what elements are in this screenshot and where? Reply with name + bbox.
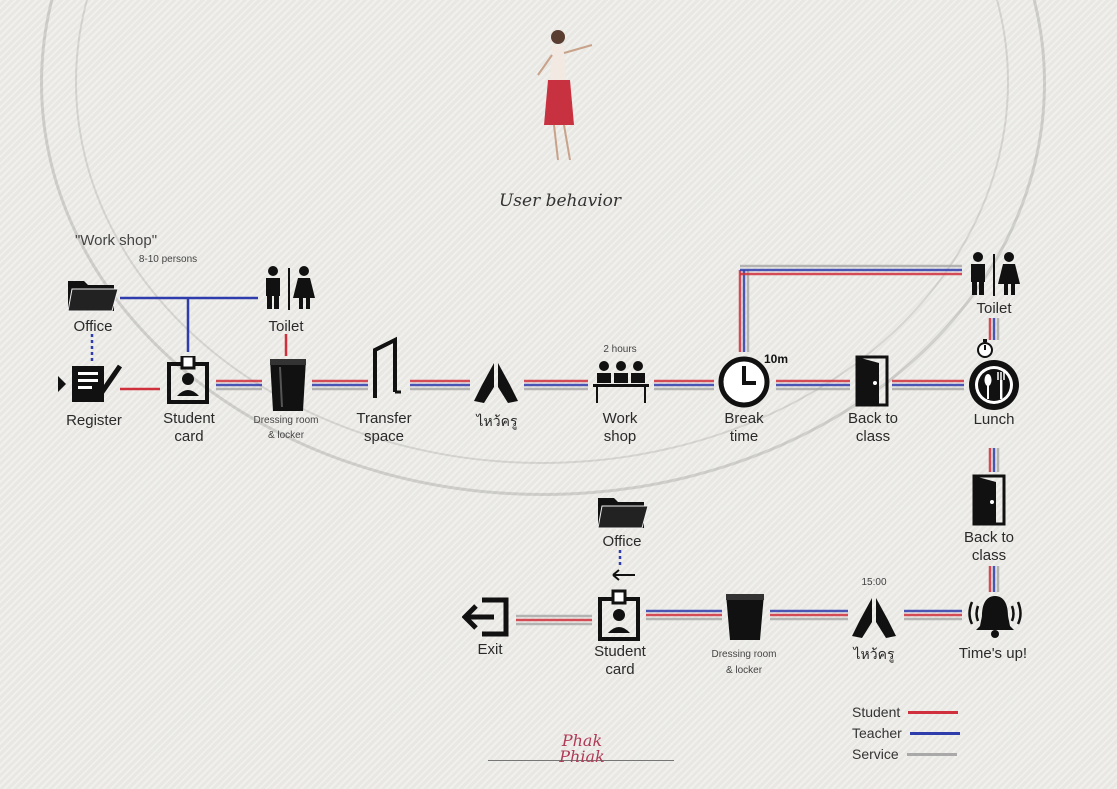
back-to-class-label-1-line2: class: [856, 428, 890, 446]
waikru-label-2: ไหว้ครู: [853, 645, 894, 663]
dressing-label-1-line2: & locker: [268, 429, 304, 442]
transfer-label-line2: space: [364, 428, 404, 446]
exit-label: Exit: [477, 641, 502, 659]
legend-teacher-label: Teacher: [852, 723, 902, 744]
workshop-note: 8-10 persons: [139, 253, 197, 266]
legend: Student Teacher Service: [852, 702, 960, 765]
transfer-space-icon: [371, 336, 405, 400]
student-card-label-1-line2: card: [174, 428, 203, 446]
register-label: Register: [66, 412, 122, 430]
alarm-bell-icon: [964, 592, 1026, 640]
workshop-label-line2: shop: [604, 428, 637, 446]
time-1500-label: 15:00: [861, 576, 886, 589]
waikru-label-1: ไหว้ครู: [476, 412, 517, 430]
ten-minutes-label: 10m: [764, 350, 788, 368]
dressing-label-1-line1: Dressing room: [253, 414, 318, 427]
toilet-label-1: Toilet: [268, 318, 303, 336]
door-icon: [855, 355, 889, 407]
dressing-room-icon: [268, 357, 308, 413]
folder-icon-2: [598, 492, 648, 530]
stopwatch-icon: [975, 339, 995, 359]
legend-student: Student: [852, 702, 960, 723]
student-card-label-2-line2: card: [605, 661, 634, 679]
dressing-label-2-line2: & locker: [726, 664, 762, 677]
caption-text: User behavior: [499, 192, 621, 210]
toilet-label-2: Toilet: [976, 300, 1011, 318]
student-card-icon-2: [597, 585, 641, 641]
legend-service-swatch: [907, 753, 957, 756]
lunch-label: Lunch: [974, 411, 1015, 429]
two-hours-label: 2 hours: [603, 343, 636, 356]
workshop-icon: [592, 360, 650, 404]
legend-teacher: Teacher: [852, 723, 960, 744]
lunch-icon: [967, 358, 1021, 412]
student-card-icon: [166, 356, 210, 404]
office-label-1: Office: [74, 318, 113, 336]
dressing-room-icon-2: [724, 592, 766, 642]
workshop-title: "Work shop": [75, 232, 157, 250]
legend-service-label: Service: [852, 744, 899, 765]
workshop-label-line1: Work: [603, 410, 638, 428]
logo-text: Phak Phiak: [547, 733, 617, 765]
wai-kru-icon-2: [850, 596, 898, 640]
student-card-label-1-line1: Student: [163, 410, 215, 428]
legend-service: Service: [852, 744, 960, 765]
office-label-2: Office: [603, 533, 642, 551]
back-to-class-label-1-line1: Back to: [848, 410, 898, 428]
toilet-icon: [261, 266, 317, 310]
wai-kru-icon: [472, 361, 520, 405]
legend-student-swatch: [908, 711, 958, 714]
toilet-icon-2: [966, 252, 1022, 296]
dancer-illustration: [530, 25, 610, 185]
times-up-label: Time's up!: [959, 645, 1027, 663]
break-label-line1: Break: [724, 410, 763, 428]
register-icon: [58, 362, 124, 406]
legend-student-label: Student: [852, 702, 900, 723]
back-to-class-label-2-line1: Back to: [964, 529, 1014, 547]
exit-icon: [462, 596, 510, 638]
legend-teacher-swatch: [910, 732, 960, 735]
arrow-left-icon: [611, 568, 637, 582]
folder-icon: [68, 275, 118, 313]
break-label-line2: time: [730, 428, 758, 446]
transfer-label-line1: Transfer: [356, 410, 411, 428]
dressing-label-2-line1: Dressing room: [711, 648, 776, 661]
door-icon-2: [972, 474, 1006, 526]
back-to-class-label-2-line2: class: [972, 547, 1006, 565]
student-card-label-2-line1: Student: [594, 643, 646, 661]
